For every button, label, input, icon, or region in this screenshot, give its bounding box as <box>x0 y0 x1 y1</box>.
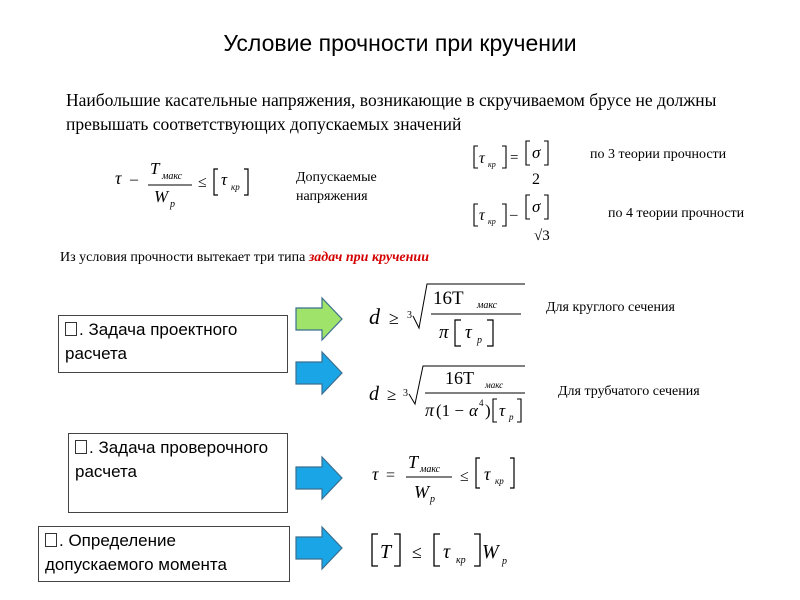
leq-symbol: ≤ <box>198 174 207 191</box>
theory4-formula: τ кр – σ √3 <box>473 194 550 244</box>
eq-symbol: = <box>386 467 395 484</box>
arrow-right-blue-icon <box>295 455 343 501</box>
arrow-right-green-icon <box>295 296 343 342</box>
round-section-formula: d ≥ 3 16T макс π τ p <box>369 283 525 347</box>
sub-kr: кр <box>488 160 496 169</box>
theory3-formula: τ кр = σ 2 <box>473 140 549 188</box>
16T-symbol: 16T <box>433 288 464 309</box>
sub-maks: макс <box>161 171 183 182</box>
allowable-stresses-label: Допускаемые напряжения <box>296 170 377 204</box>
sub-p: p <box>501 556 507 567</box>
bullet-glyph-icon <box>75 440 87 454</box>
close-paren: ) <box>485 401 491 420</box>
consequence-text: Из условия прочности вытекает три типа з… <box>60 250 429 266</box>
task-check-box: . Задача проверочного расчета <box>68 433 288 513</box>
round-section-label: Для круглого сечения <box>546 300 675 315</box>
tau-symbol: τ <box>443 541 451 563</box>
task-design-label: . Задача проектного расчета <box>65 320 238 363</box>
alpha-power: 4 <box>479 398 484 408</box>
root-sign <box>408 365 525 406</box>
tau-symbol: τ <box>479 150 486 167</box>
theory4-label: по 4 теории прочности <box>608 206 745 221</box>
d-symbol: d <box>369 383 380 405</box>
sub-maks: макс <box>419 464 441 475</box>
check-formula: τ = T макс W p ≤ τ кр <box>372 452 515 505</box>
tau-symbol: τ <box>499 401 506 420</box>
sqrt3-symbol: √3 <box>534 228 550 244</box>
sub-p: p <box>476 335 482 346</box>
W-symbol: W <box>154 187 170 206</box>
dash: – <box>129 171 139 188</box>
tau-symbol: τ <box>372 464 379 484</box>
allowable-moment-formula: T ≤ τ кр W p <box>371 533 507 567</box>
alpha-symbol: α <box>469 401 479 420</box>
bracket-right <box>244 168 249 196</box>
W-symbol: W <box>414 482 431 502</box>
page-title: Условие прочности при кручении <box>223 30 577 56</box>
tau-kr: τ <box>221 170 228 189</box>
T-symbol: T <box>380 541 393 563</box>
16T-symbol: 16T <box>445 368 474 388</box>
leq-symbol: ≤ <box>460 468 469 485</box>
eq-symbol: = <box>510 150 518 166</box>
tau-symbol: τ <box>465 322 473 343</box>
intro-text: Наибольшие касательные напряжения, возни… <box>66 90 717 134</box>
pi-symbol: π <box>425 400 435 420</box>
pi-symbol: π <box>439 322 449 343</box>
sub-maks: макс <box>484 380 503 390</box>
task-check-label: . Задача проверочного расчета <box>75 438 269 481</box>
W-symbol: W <box>482 541 501 563</box>
sub-p: p <box>429 494 435 505</box>
sub-kr: кр <box>495 476 504 486</box>
sub-kr: кр <box>456 555 466 566</box>
theory3-label: по 3 теории прочности <box>590 147 727 162</box>
bullet-glyph-icon <box>65 322 77 336</box>
T-symbol: T <box>150 159 161 178</box>
task-design-box: . Задача проектного расчета <box>58 315 288 373</box>
root-sign <box>412 283 525 330</box>
T-symbol: T <box>408 452 420 472</box>
leq-symbol: ≤ <box>412 542 422 562</box>
arrow-right-blue-icon <box>295 350 343 396</box>
bullet-glyph-icon <box>45 533 57 547</box>
sub-p: p <box>169 199 175 210</box>
tau-symbol: τ <box>115 168 122 188</box>
geq-symbol: ≥ <box>387 385 396 404</box>
tube-section-label: Для трубчатого сечения <box>558 384 700 399</box>
task-allowable-moment-label: . Определение допускаемого момента <box>45 531 227 574</box>
sigma-symbol: σ <box>532 197 541 216</box>
tau-symbol: τ <box>479 207 486 224</box>
bracket-left <box>213 168 218 196</box>
sigma-symbol: σ <box>532 143 541 162</box>
tube-section-formula: d ≥ 3 16T макс π (1 − α 4 ) τ p <box>369 365 525 423</box>
svg-text:–: – <box>509 207 518 223</box>
sub-maks: макс <box>476 300 498 311</box>
d-symbol: d <box>369 304 381 329</box>
sub-kr: кр <box>231 182 240 192</box>
sub-kr: кр <box>488 217 496 226</box>
tau-symbol: τ <box>484 464 491 484</box>
geq-symbol: ≥ <box>389 308 399 328</box>
sub-p: p <box>508 412 514 422</box>
one-minus: (1 − <box>436 401 464 420</box>
cube-root-index: 3 <box>407 310 412 321</box>
strength-condition-formula: τ – T макс W p ≤ τ кр <box>115 159 249 210</box>
arrow-right-blue-icon <box>295 525 343 571</box>
consequence-highlight: задач при кручении <box>308 250 429 265</box>
two-symbol: 2 <box>532 171 540 188</box>
task-allowable-moment-box: . Определение допускаемого момента <box>38 526 290 582</box>
cube-root-index: 3 <box>403 388 408 399</box>
consequence-prefix: Из условия прочности вытекает три типа <box>60 250 309 265</box>
